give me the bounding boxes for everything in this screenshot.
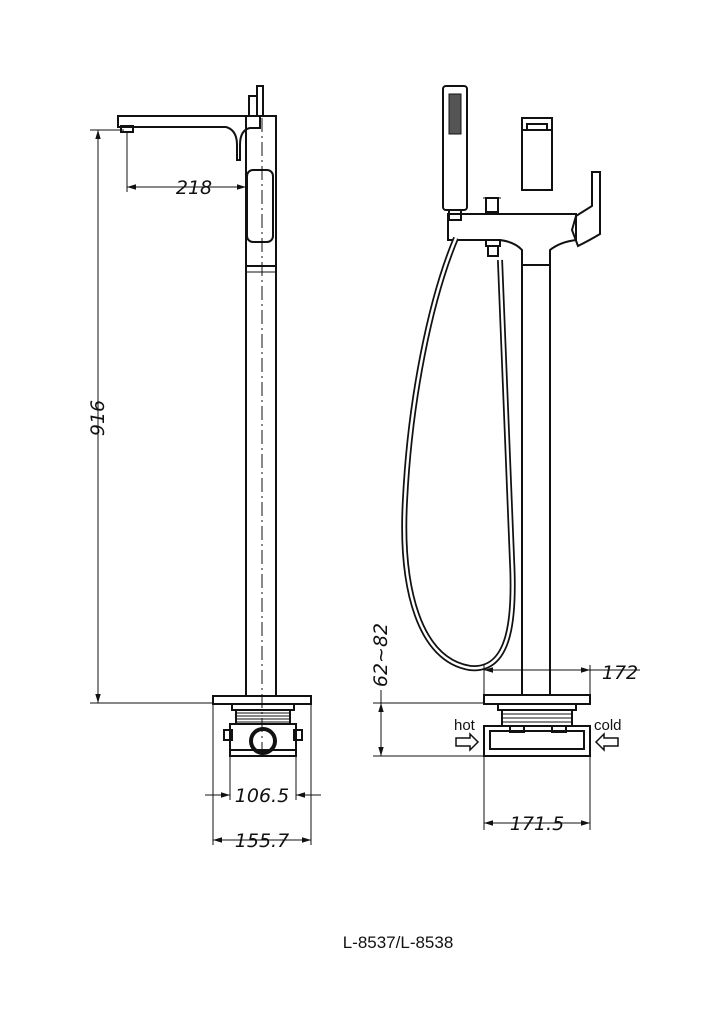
dim-spout-reach: 218: [176, 177, 212, 199]
hot-label: hot: [454, 717, 476, 734]
model-number: L-8537/L-8538: [343, 933, 454, 952]
lever-cap: [248, 95, 258, 117]
front-view: hot cold 62~82 172 171.5: [370, 85, 640, 835]
column-front: [521, 264, 551, 696]
dim-bottom-width: 171.5: [510, 813, 564, 835]
lever: [570, 171, 601, 248]
dim-top-width: 172: [602, 662, 638, 684]
side-view: 916 218 106.5 155.7: [87, 85, 321, 852]
mixer-body: [447, 213, 577, 266]
dim-adjust-range: 62~82: [370, 623, 392, 687]
dim-height: 916: [87, 400, 109, 436]
standpipe: [245, 265, 277, 697]
hot-arrow-icon: [455, 732, 480, 752]
dim-base-outer: 155.7: [235, 830, 289, 852]
cold-label: cold: [594, 717, 622, 734]
base-plate-front: [483, 694, 591, 705]
cold-arrow-icon: [594, 732, 619, 752]
dim-base-inner: 106.5: [235, 785, 289, 807]
upper-body: [245, 115, 277, 267]
shower-hose: [401, 236, 516, 672]
handle: [246, 169, 274, 243]
diverter-knob: [485, 197, 499, 213]
spout: [117, 115, 261, 161]
inlet-port: [249, 727, 277, 755]
